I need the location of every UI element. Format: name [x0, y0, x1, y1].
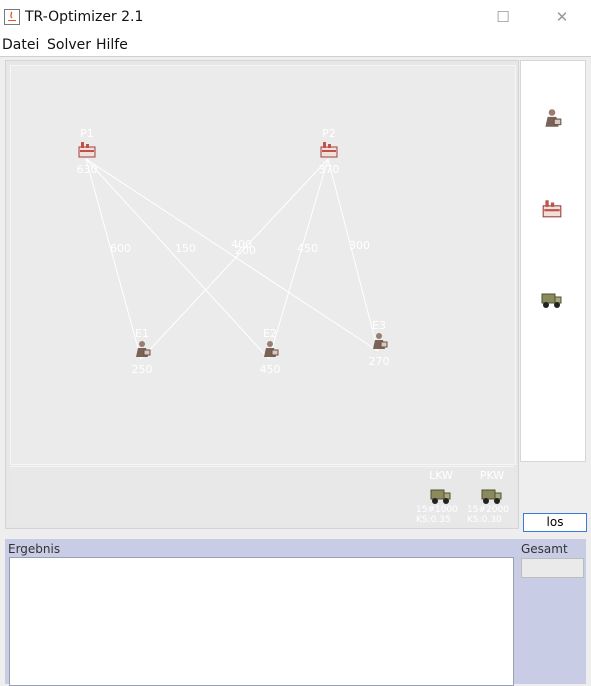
- node-value: 250: [131, 363, 153, 376]
- window-title: TR-Optimizer 2.1: [25, 9, 144, 25]
- truck-icon: [481, 489, 502, 504]
- node-id: P1: [80, 127, 94, 140]
- vehicle-cost: KS:0.30: [467, 515, 502, 525]
- result-textarea[interactable]: [9, 557, 514, 686]
- edge-p2-e3[interactable]: [327, 158, 379, 352]
- edge-label: 450: [297, 242, 318, 255]
- node-e2[interactable]: E2 450: [255, 327, 285, 376]
- network-drawing-area[interactable]: 600 150 400 200 450 300 P1 630 P2: [10, 65, 516, 465]
- factory-icon: [78, 142, 96, 158]
- customer-icon[interactable]: [541, 107, 563, 129]
- edge-label: 600: [110, 242, 131, 255]
- edge-p1-e2[interactable]: [85, 158, 270, 360]
- node-value: 270: [368, 355, 390, 368]
- tool-palette: [520, 60, 586, 462]
- menu-hilfe[interactable]: Hilfe: [96, 37, 128, 53]
- node-e3[interactable]: E3 270: [364, 319, 394, 368]
- vehicle-name: LKW: [429, 469, 453, 482]
- truck-icon[interactable]: [541, 289, 563, 311]
- node-id: E3: [372, 319, 386, 332]
- total-label: Gesamt: [521, 542, 568, 556]
- node-id: E2: [263, 327, 277, 340]
- network-canvas[interactable]: 600 150 400 200 450 300 P1 630 P2: [5, 60, 519, 529]
- title-bar: TR-Optimizer 2.1 ☐ ✕: [0, 0, 591, 34]
- edge-label: 150: [175, 242, 196, 255]
- edges-layer: [85, 158, 379, 360]
- node-p1[interactable]: P1 630: [72, 127, 102, 176]
- edge-p1-e3[interactable]: [85, 158, 379, 352]
- result-label: Ergebnis: [8, 542, 61, 556]
- vehicle-capacity: 15#2000: [467, 505, 509, 515]
- factory-icon[interactable]: [541, 197, 563, 219]
- fleet-strip: LKW 15#1000 KS:0.35 PKW 15#2000 KS:0.30: [10, 466, 514, 525]
- vehicle-cost: KS:0.35: [416, 515, 451, 525]
- node-id: P2: [322, 127, 336, 140]
- vehicle-capacity: 15#1000: [416, 505, 458, 515]
- node-value: 630: [76, 163, 98, 176]
- vehicle-name: PKW: [479, 469, 505, 482]
- menu-solver[interactable]: Solver: [47, 37, 91, 53]
- edge-p2-e1[interactable]: [140, 158, 329, 360]
- total-field[interactable]: [521, 558, 584, 578]
- java-app-icon: [4, 9, 20, 25]
- factory-icon: [320, 142, 338, 158]
- node-e1[interactable]: E1 250: [127, 327, 157, 376]
- customer-icon: [373, 333, 388, 349]
- node-value: 450: [259, 363, 281, 376]
- edge-p2-e2[interactable]: [268, 158, 329, 360]
- close-button[interactable]: ✕: [555, 8, 569, 26]
- customer-icon: [136, 341, 151, 357]
- customer-icon: [264, 341, 279, 357]
- vehicle-pkw[interactable]: PKW 15#2000 KS:0.30: [467, 469, 515, 529]
- maximize-button[interactable]: ☐: [496, 8, 510, 26]
- vehicle-lkw[interactable]: LKW 15#1000 KS:0.35: [416, 469, 464, 529]
- menu-bar: Datei Solver Hilfe: [0, 34, 591, 57]
- node-p2[interactable]: P2 370: [314, 127, 344, 176]
- node-value: 370: [318, 163, 340, 176]
- edge-label: 300: [349, 239, 370, 252]
- node-id: E1: [135, 327, 149, 340]
- truck-icon: [430, 489, 451, 504]
- edge-label: 200: [235, 244, 256, 257]
- edge-p1-e1[interactable]: [85, 158, 142, 360]
- solve-button[interactable]: los: [523, 513, 587, 532]
- menu-datei[interactable]: Datei: [2, 37, 40, 53]
- edge-label: 400: [231, 238, 252, 251]
